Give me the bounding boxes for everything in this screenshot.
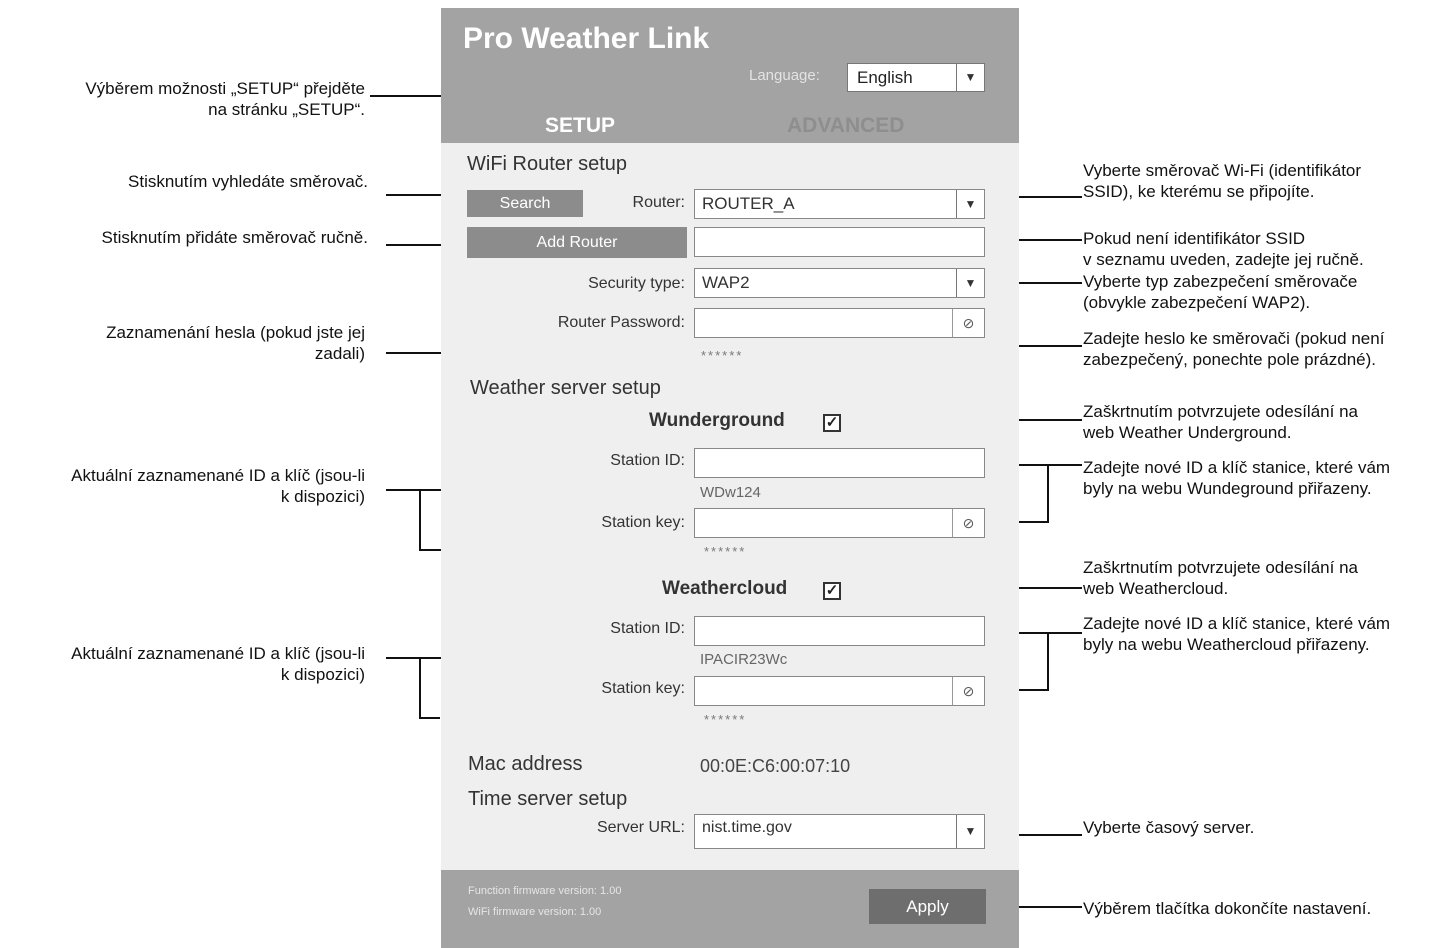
router-password-label: Router Password: xyxy=(557,314,685,331)
panel-footer: Function firmware version: 1.00 WiFi fir… xyxy=(441,870,1019,948)
eye-hidden-icon[interactable]: ⊘ xyxy=(952,677,984,705)
wunderground-saved-key-mask: ****** xyxy=(704,544,747,559)
language-select[interactable]: English ▼ xyxy=(847,63,985,92)
annotation-weathercloud-check: Zaškrtnutím potvrzujete odesílání na web… xyxy=(1083,558,1358,598)
wunderground-station-key-label: Station key: xyxy=(601,514,685,531)
server-url-label: Server URL: xyxy=(596,819,685,836)
wifi-section-title: WiFi Router setup xyxy=(467,153,628,175)
router-password-input[interactable]: ⊘ xyxy=(694,308,985,338)
saved-password-mask: ****** xyxy=(701,348,744,363)
wunderground-label: Wunderground xyxy=(649,410,785,431)
annotation-weathercloud-new: Zadejte nové ID a klíč stanice, které vá… xyxy=(1083,614,1391,654)
annotation-time-select: Vyberte časový server. xyxy=(1083,818,1255,837)
annotation-current-id-wunderground: Aktuální zaznamenané ID a klíč (jsou-li … xyxy=(71,466,365,506)
annotation-ssid-manual: Pokud není identifikátor SSID v seznamu … xyxy=(1083,229,1364,269)
tab-advanced[interactable]: ADVANCED xyxy=(787,114,905,137)
settings-panel: Pro Weather Link Language: English ▼ SET… xyxy=(441,8,1019,948)
annotation-wunderground-check: Zaškrtnutím potvrzujete odesílání na web… xyxy=(1083,402,1358,442)
chevron-down-icon[interactable]: ▼ xyxy=(956,190,984,218)
wifi-firmware-version: WiFi firmware version: 1.00 xyxy=(468,906,602,918)
weathercloud-station-key-input[interactable]: ⊘ xyxy=(694,676,985,706)
function-firmware-version: Function firmware version: 1.00 xyxy=(468,885,622,897)
weathercloud-label: Weathercloud xyxy=(662,578,788,599)
annotation-search: Stisknutím vyhledáte směrovač. xyxy=(128,172,368,191)
annotation-add-router: Stisknutím přidáte směrovač ručně. xyxy=(101,228,368,247)
weathercloud-checkbox[interactable]: ✓ xyxy=(823,582,841,600)
wunderground-station-id-input[interactable] xyxy=(694,448,985,478)
annotation-current-id-weathercloud: Aktuální zaznamenané ID a klíč (jsou-li … xyxy=(71,644,365,684)
annotation-apply: Výběrem tlačítka dokončíte nastavení. xyxy=(1083,899,1372,918)
eye-hidden-icon[interactable]: ⊘ xyxy=(952,509,984,537)
weathercloud-station-key-label: Station key: xyxy=(601,680,685,697)
annotation-security: Vyberte typ zabezpečení směrovače (obvyk… xyxy=(1083,272,1358,312)
chevron-down-icon[interactable]: ▼ xyxy=(956,64,984,91)
annotation-password: Zadejte heslo ke směrovači (pokud není z… xyxy=(1083,329,1385,369)
router-value: ROUTER_A xyxy=(702,194,795,213)
wunderground-station-id-label: Station ID: xyxy=(610,452,685,469)
security-type-value: WAP2 xyxy=(702,273,750,292)
annotation-wunderground-new: Zadejte nové ID a klíč stanice, které vá… xyxy=(1083,458,1391,498)
wunderground-station-key-input[interactable]: ⊘ xyxy=(694,508,985,538)
apply-button[interactable]: Apply xyxy=(869,889,986,924)
eye-hidden-icon[interactable]: ⊘ xyxy=(952,309,984,337)
time-section-title: Time server setup xyxy=(468,788,628,810)
search-button[interactable]: Search xyxy=(467,190,583,217)
router-label: Router: xyxy=(632,194,685,211)
annotation-setup: Výběrem možnosti „SETUP“ přejděte na str… xyxy=(85,79,365,119)
mac-address-value: 00:0E:C6:00:07:10 xyxy=(700,756,851,776)
weather-section-title: Weather server setup xyxy=(470,377,661,399)
ssid-input[interactable] xyxy=(694,227,985,257)
weathercloud-current-id: IPACIR23Wc xyxy=(700,651,788,668)
add-router-button[interactable]: Add Router xyxy=(467,227,687,258)
wunderground-current-id: WDw124 xyxy=(700,484,761,501)
annotation-password-record: Zaznamenání hesla (pokud jste jej zadali… xyxy=(106,323,365,363)
router-select[interactable]: ROUTER_A ▼ xyxy=(694,189,985,219)
annotation-router-select: Vyberte směrovač Wi-Fi (identifikátor SS… xyxy=(1083,161,1362,201)
chevron-down-icon[interactable]: ▼ xyxy=(956,815,984,848)
weathercloud-saved-key-mask: ****** xyxy=(704,712,747,727)
language-label: Language: xyxy=(749,67,820,84)
wunderground-checkbox[interactable]: ✓ xyxy=(823,414,841,432)
app-title: Pro Weather Link xyxy=(463,22,710,55)
tab-setup[interactable]: SETUP xyxy=(545,114,616,137)
weathercloud-station-id-label: Station ID: xyxy=(610,620,685,637)
chevron-down-icon[interactable]: ▼ xyxy=(956,269,984,297)
leader-cur-id-2-bracket xyxy=(419,658,440,719)
mac-address-label: Mac address xyxy=(468,753,583,775)
security-type-label: Security type: xyxy=(588,275,685,292)
language-value: English xyxy=(857,68,913,87)
server-url-value: nist.time.gov xyxy=(702,819,792,836)
server-url-select[interactable]: nist.time.gov ▼ xyxy=(694,814,985,849)
panel-header: Pro Weather Link Language: English ▼ SET… xyxy=(441,8,1019,143)
security-type-select[interactable]: WAP2 ▼ xyxy=(694,268,985,298)
weathercloud-station-id-input[interactable] xyxy=(694,616,985,646)
